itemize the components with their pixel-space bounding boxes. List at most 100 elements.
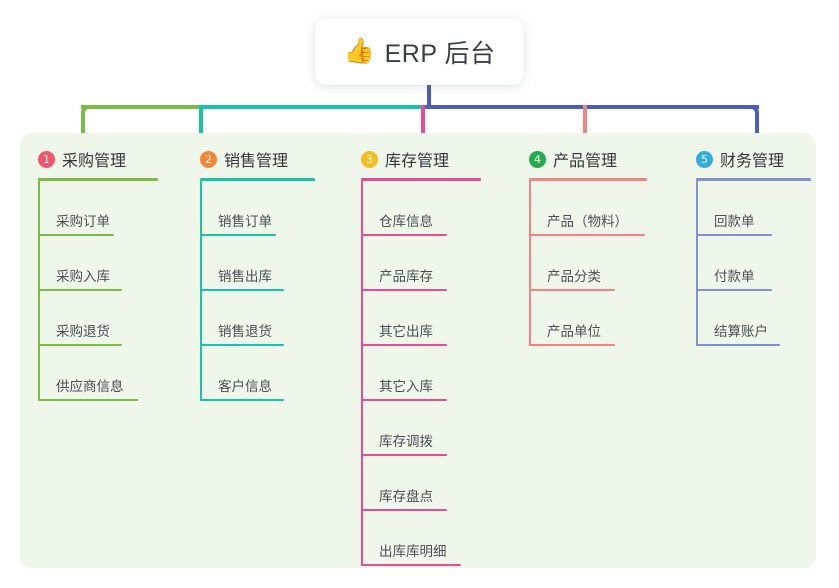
connector-bar-green: [81, 105, 199, 109]
menu-item-label: 其它入库: [379, 379, 433, 394]
menu-item-underline: [696, 344, 780, 346]
category-header-3[interactable]: 3 库存管理: [343, 146, 513, 172]
menu-item-underline: [38, 234, 114, 236]
menu-item-label: 销售退货: [218, 324, 272, 339]
menu-item-underline: [361, 234, 447, 236]
menu-item-label: 产品（物料）: [547, 214, 628, 229]
menu-item[interactable]: 其它入库: [343, 346, 513, 401]
menu-item-underline: [200, 344, 284, 346]
menu-item-label: 采购退货: [56, 324, 110, 339]
menu-item-underline: [38, 289, 122, 291]
menu-item[interactable]: 采购退货: [20, 291, 180, 346]
thumbs-up-icon: 👍: [343, 37, 375, 65]
menu-item[interactable]: 销售退货: [182, 291, 342, 346]
category-title: 财务管理: [720, 153, 785, 170]
menu-item-label: 采购订单: [56, 214, 110, 229]
category-underline: [200, 178, 315, 181]
menu-item-underline: [361, 289, 447, 291]
menu-item-underline: [38, 344, 122, 346]
menu-item-underline: [38, 399, 138, 401]
connector-drop-4: [583, 105, 587, 145]
menu-item-underline: [361, 399, 447, 401]
category-number-badge: 3: [361, 150, 378, 168]
menu-item-label: 出库库明细: [379, 544, 447, 559]
category-column-5: 5 财务管理回款单付款单结算账户: [678, 146, 838, 346]
menu-item[interactable]: 出库库明细: [343, 511, 513, 566]
menu-item[interactable]: 库存盘点: [343, 456, 513, 511]
category-item-list: 回款单付款单结算账户: [678, 181, 838, 346]
menu-item[interactable]: 采购入库: [20, 236, 180, 291]
menu-item-label: 供应商信息: [56, 379, 124, 394]
menu-item-underline: [361, 509, 447, 511]
connector-trunk: [427, 85, 431, 107]
menu-item-label: 产品库存: [379, 269, 433, 284]
menu-item-label: 销售出库: [218, 269, 272, 284]
menu-item[interactable]: 产品单位: [511, 291, 681, 346]
menu-item-underline: [529, 289, 615, 291]
menu-item[interactable]: 销售订单: [182, 181, 342, 236]
menu-item-underline: [200, 399, 284, 401]
menu-item[interactable]: 回款单: [678, 181, 838, 236]
category-item-list: 采购订单采购入库采购退货供应商信息: [20, 181, 180, 401]
menu-item-underline: [529, 344, 615, 346]
menu-item[interactable]: 付款单: [678, 236, 838, 291]
menu-item-underline: [361, 454, 447, 456]
category-underline: [38, 178, 158, 181]
menu-item-underline: [696, 234, 772, 236]
menu-item[interactable]: 库存调拨: [343, 401, 513, 456]
root-title-card: 👍 ERP 后台: [315, 18, 524, 85]
category-title: 销售管理: [224, 153, 289, 170]
connector-corner-left: [81, 105, 95, 121]
connector-drop-3: [421, 105, 425, 145]
connector-drop-5: [755, 119, 759, 145]
menu-item-label: 采购入库: [56, 269, 110, 284]
menu-item[interactable]: 供应商信息: [20, 346, 180, 401]
category-item-list: 销售订单销售出库销售退货客户信息: [182, 181, 342, 401]
menu-item[interactable]: 客户信息: [182, 346, 342, 401]
category-rail: [200, 181, 202, 401]
category-underline: [529, 178, 647, 181]
menu-item[interactable]: 产品（物料）: [511, 181, 681, 236]
category-item-list: 仓库信息产品库存其它出库其它入库库存调拨库存盘点出库库明细: [343, 181, 513, 566]
category-header-5[interactable]: 5 财务管理: [678, 146, 838, 172]
menu-item[interactable]: 产品分类: [511, 236, 681, 291]
category-number-badge: 2: [200, 150, 217, 168]
category-title: 产品管理: [553, 153, 618, 170]
category-rail: [361, 181, 363, 566]
connector-bar-teal: [199, 105, 421, 109]
menu-item-label: 结算账户: [714, 324, 768, 339]
menu-item-label: 其它出库: [379, 324, 433, 339]
category-rail: [38, 181, 40, 401]
category-title: 库存管理: [385, 153, 450, 170]
menu-item-underline: [361, 564, 461, 566]
menu-item-label: 仓库信息: [379, 214, 433, 229]
connector-corner-right: [745, 105, 759, 121]
category-title: 采购管理: [62, 153, 127, 170]
menu-item-underline: [696, 289, 772, 291]
category-header-2[interactable]: 2 销售管理: [182, 146, 342, 172]
menu-item[interactable]: 销售出库: [182, 236, 342, 291]
menu-item-underline: [200, 289, 284, 291]
menu-item[interactable]: 产品库存: [343, 236, 513, 291]
menu-item-underline: [361, 344, 447, 346]
page-title: ERP 后台: [384, 39, 496, 68]
category-column-2: 2 销售管理销售订单销售出库销售退货客户信息: [182, 146, 342, 401]
menu-item-label: 回款单: [714, 214, 755, 229]
menu-item-label: 产品分类: [547, 269, 601, 284]
menu-item-label: 付款单: [714, 269, 755, 284]
menu-item[interactable]: 采购订单: [20, 181, 180, 236]
category-item-list: 产品（物料） 产品分类产品单位: [511, 181, 681, 346]
menu-item[interactable]: 仓库信息: [343, 181, 513, 236]
category-underline: [696, 178, 811, 181]
menu-item[interactable]: 结算账户: [678, 291, 838, 346]
menu-item-label: 库存调拨: [379, 434, 433, 449]
connector-bar-blue: [421, 105, 759, 109]
category-number-badge: 5: [696, 150, 713, 168]
menu-item-label: 库存盘点: [379, 489, 433, 504]
menu-item[interactable]: 其它出库: [343, 291, 513, 346]
